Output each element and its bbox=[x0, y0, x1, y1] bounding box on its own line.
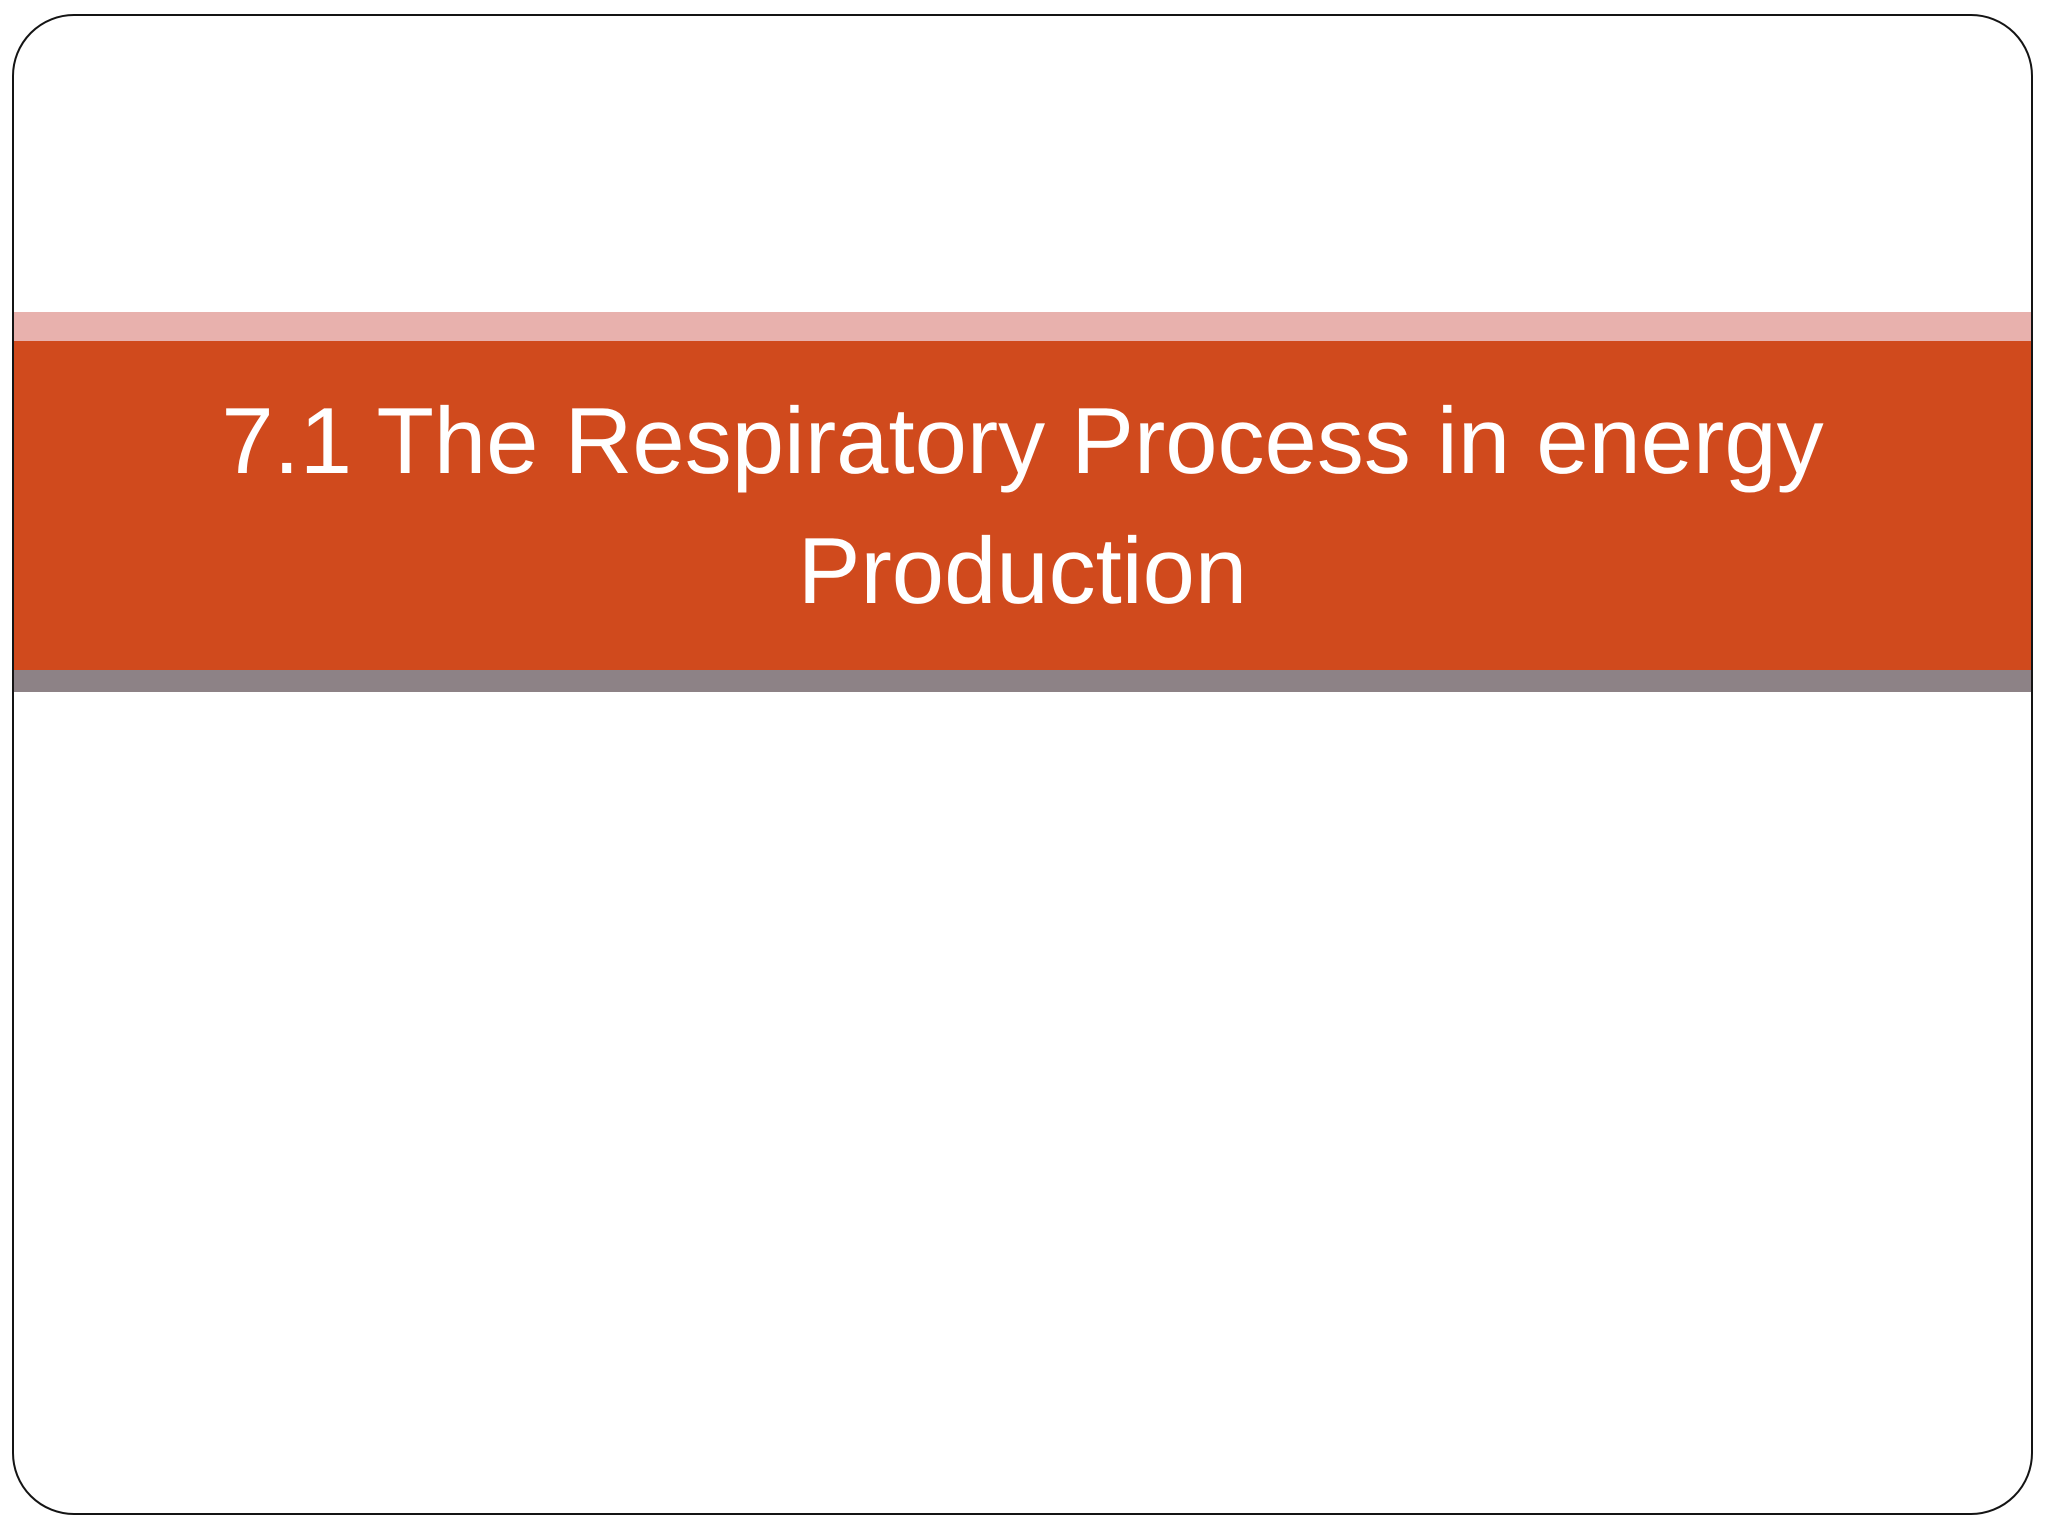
title-banner-background bbox=[14, 341, 2031, 670]
title-banner: 7.1 The Respiratory Process in energy Pr… bbox=[14, 312, 2031, 692]
title-banner-bottom-accent-bar bbox=[14, 670, 2031, 692]
slide-body-placeholder[interactable] bbox=[134, 736, 1911, 1436]
slide-frame: 7.1 The Respiratory Process in energy Pr… bbox=[12, 14, 2033, 1515]
slide-title: 7.1 The Respiratory Process in energy Pr… bbox=[221, 387, 1824, 623]
title-banner-top-accent-bar bbox=[14, 312, 2031, 341]
